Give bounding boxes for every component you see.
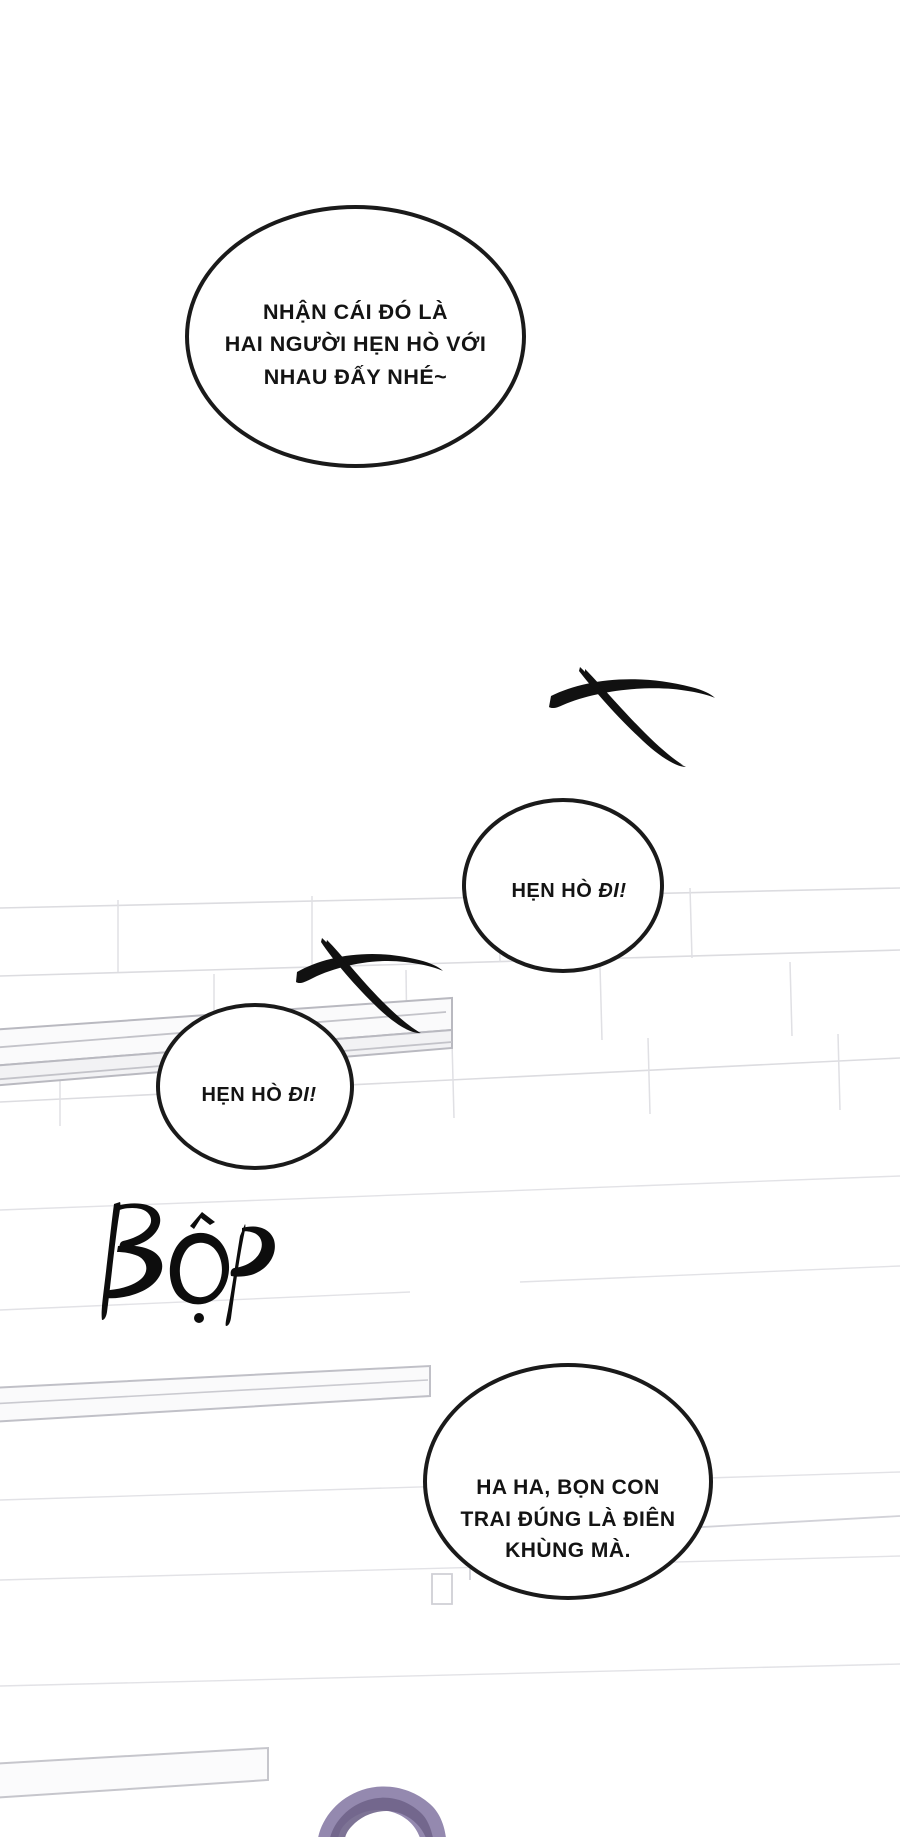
wall-background <box>0 880 900 1837</box>
hair-shape <box>318 1786 446 1837</box>
x-impact-mark-upper <box>541 651 721 769</box>
sound-effect-bop <box>86 1196 276 1326</box>
speech-bubble-top-text: NHẬN CÁI ĐÓ LÀ HAI NGƯỜI HẸN HÒ VỚI NHAU… <box>224 300 487 389</box>
wall-tile-lines <box>0 880 900 1837</box>
speech-bubble-left-text: HẸN HÒ ĐI! <box>201 1084 317 1107</box>
emphasised-text: ĐI! <box>598 880 627 903</box>
character-hair-sliver <box>300 1780 450 1837</box>
emphasised-text: ĐI! <box>288 1084 317 1107</box>
sfx-bop-glyphs <box>101 1202 275 1326</box>
speech-bubble-right-text: HẸN HÒ ĐI! <box>511 880 627 903</box>
speech-bubble-bottom-text: HA HA, BỌN CON TRAI ĐÚNG LÀ ĐIÊN KHÙNG M… <box>460 1476 676 1563</box>
speech-bubble-bottom[interactable]: HA HA, BỌN CON TRAI ĐÚNG LÀ ĐIÊN KHÙNG M… <box>423 1363 713 1600</box>
x-impact-icon <box>549 667 715 767</box>
speech-bubble-top[interactable]: NHẬN CÁI ĐÓ LÀ HAI NGƯỜI HẸN HÒ VỚI NHAU… <box>185 205 526 468</box>
speech-bubble-right[interactable]: HẸN HÒ ĐI! <box>462 798 664 973</box>
speech-bubble-left[interactable]: HẸN HÒ ĐI! <box>156 1003 354 1170</box>
